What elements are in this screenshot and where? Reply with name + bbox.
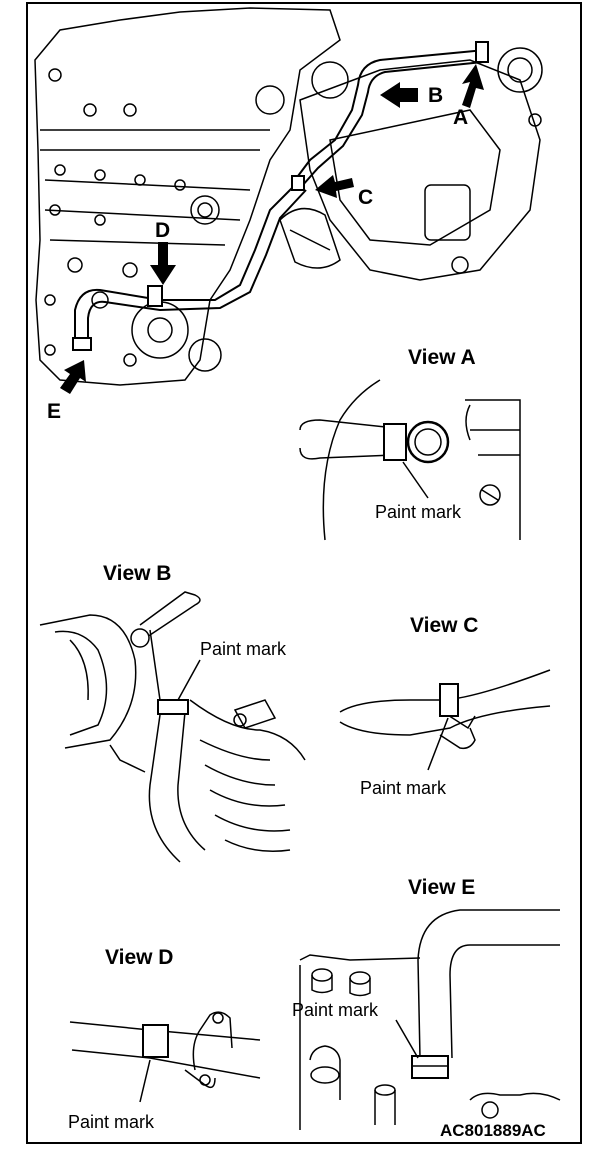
callout-letters: A B C D E	[47, 84, 468, 423]
arrow-icon	[60, 64, 484, 394]
view-e-title: View E	[408, 876, 475, 899]
view-c-title: View C	[410, 614, 478, 637]
view-c-label: Paint mark	[360, 778, 447, 798]
callout-e: E	[47, 400, 61, 423]
view-c: View C Paint mark	[339, 614, 551, 798]
view-b-label: Paint mark	[200, 639, 287, 659]
hose-routing	[72, 41, 489, 351]
view-d-title: View D	[105, 946, 173, 969]
view-b-title: View B	[103, 562, 171, 585]
view-d-label: Paint mark	[68, 1112, 155, 1132]
view-a-label: Paint mark	[375, 502, 462, 522]
engine-overview	[34, 7, 543, 386]
view-e: View E Paint mark	[292, 876, 561, 1130]
view-a: View A Paint mark	[299, 346, 521, 541]
view-d: View D Paint mark	[68, 946, 261, 1132]
callout-a: A	[453, 106, 468, 129]
view-a-title: View A	[408, 346, 476, 369]
callout-c: C	[358, 186, 373, 209]
callout-b: B	[428, 84, 443, 107]
view-b: View B Paint mark	[39, 562, 306, 863]
figure-code: AC801889AC	[440, 1121, 546, 1140]
view-e-label: Paint mark	[292, 1000, 379, 1020]
figure-border	[26, 2, 582, 1144]
callout-d: D	[155, 219, 170, 242]
